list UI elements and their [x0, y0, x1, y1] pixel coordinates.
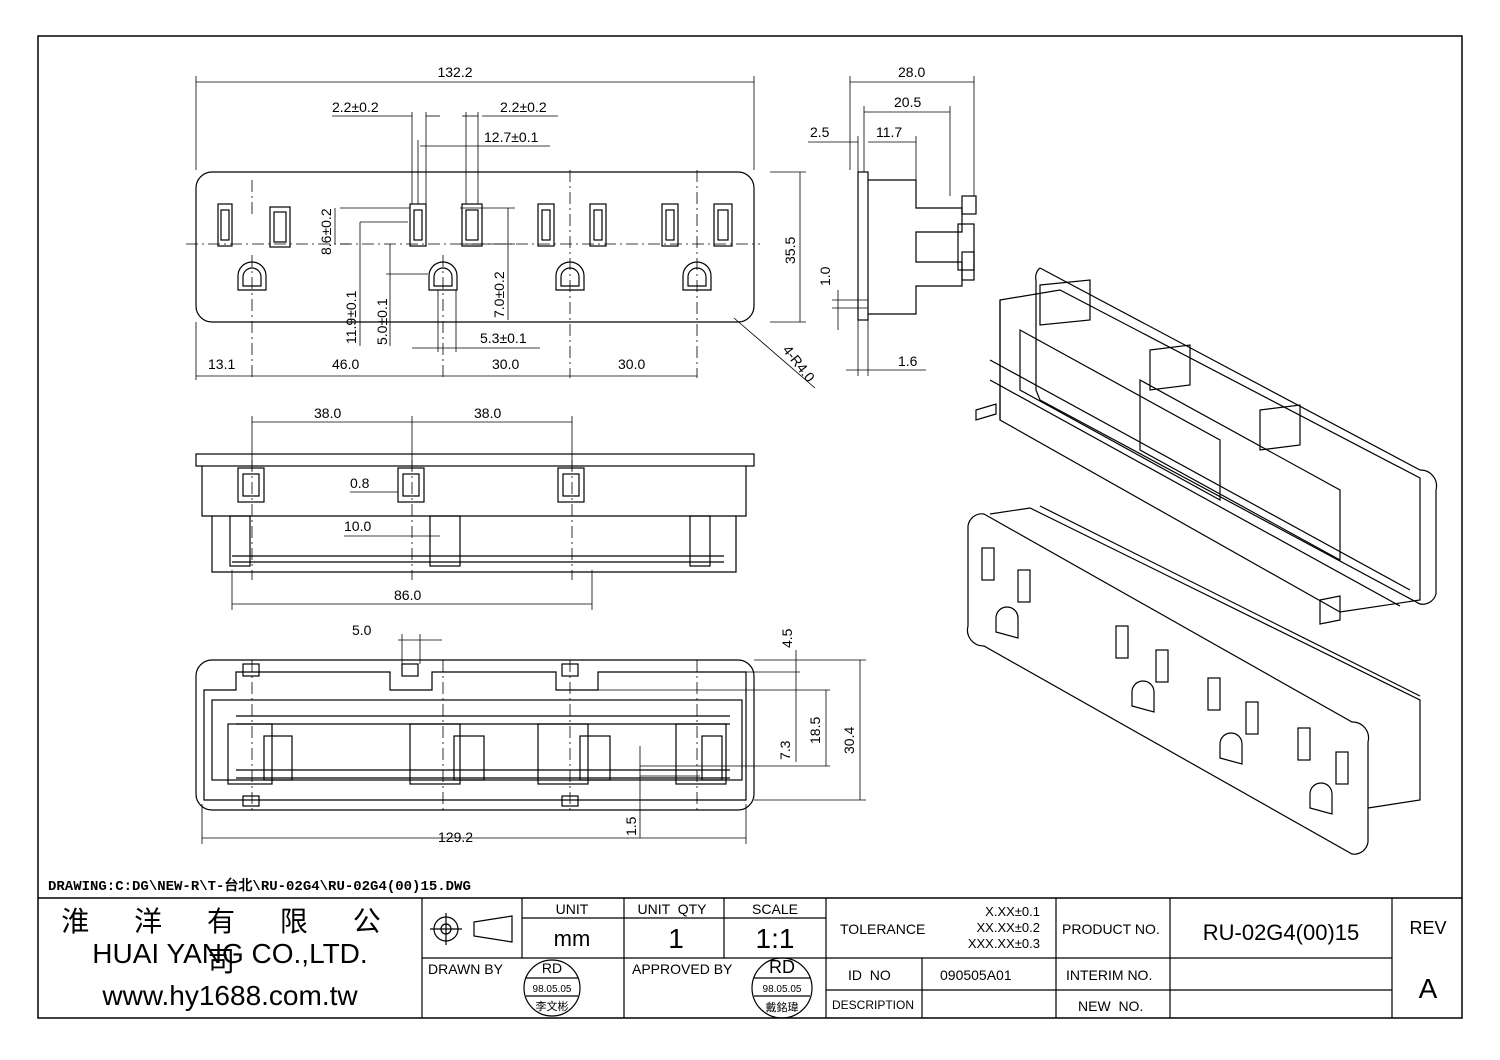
drawing-border: [37, 35, 1463, 1019]
dim-7-3: 7.3: [777, 740, 793, 760]
dim-2-2-left: 2.2±0.2: [332, 99, 379, 115]
isometric-front-slots: [981, 547, 1349, 815]
dim-30-4: 30.4: [841, 727, 857, 754]
tolerance-value-2: XX.XX±0.2: [976, 920, 1040, 935]
dim-7-0: 7.0±0.2: [491, 271, 507, 318]
dim-2-2-right: 2.2±0.2: [500, 99, 547, 115]
dim-2-5: 2.5: [810, 124, 830, 140]
dim-11-7: 11.7: [876, 124, 902, 140]
dim-46-0: 46.0: [332, 356, 359, 372]
tolerance-label: TOLERANCE: [840, 921, 925, 937]
dim-1-5: 1.5: [623, 816, 639, 836]
unit-qty-value: 1: [668, 923, 684, 954]
side-view: [808, 76, 977, 376]
dim-38-0-left: 38.0: [314, 405, 341, 421]
dim-5-0-bottom: 5.0: [352, 622, 372, 638]
projection-symbol-icon: [430, 913, 513, 945]
dim-35-5: 35.5: [782, 237, 798, 264]
tolerance-value-3: XXX.XX±0.3: [968, 936, 1040, 951]
approved-stamp-date: 98.05.05: [763, 984, 802, 995]
title-block: [421, 898, 1393, 1019]
drawn-stamp-date: 98.05.05: [533, 984, 572, 995]
tolerance-value-1: X.XX±0.1: [985, 904, 1040, 919]
dim-1-6: 1.6: [898, 353, 918, 369]
company-website[interactable]: www.hy1688.com.tw: [102, 980, 358, 1011]
dim-1-0: 1.0: [817, 266, 833, 286]
drawn-stamp-name: 李文彬: [536, 999, 569, 1013]
product-no-label: PRODUCT NO.: [1062, 921, 1160, 937]
scale-label: SCALE: [752, 901, 798, 917]
rev-value: A: [1419, 973, 1438, 1004]
approved-stamp-top: RD: [769, 957, 795, 977]
unit-label: UNIT: [556, 901, 589, 917]
dim-4-r4: 4-R4.0: [780, 342, 819, 385]
dim-13-1: 13.1: [208, 356, 235, 372]
bottom-view-dimension-labels: 5.0 4.5 18.5 30.4 7.3 1.5 129.2: [352, 622, 857, 845]
approved-by-label: APPROVED BY: [632, 961, 733, 977]
front-view-ground-holes: [237, 261, 712, 291]
drawing-file-path: DRAWING:C:DG\NEW-R\T-台北\RU-02G4\RU-02G4(…: [48, 879, 471, 895]
approved-stamp-name: 戴銘瑋: [766, 1000, 799, 1014]
id-no-label: ID NO: [848, 967, 891, 983]
id-no-value: 090505A01: [940, 967, 1012, 983]
dim-8-6: 8.6±0.2: [318, 208, 334, 255]
dim-38-0-right: 38.0: [474, 405, 501, 421]
drawn-stamp-top: RD: [542, 960, 562, 976]
middle-view-dimension-labels: 38.0 38.0 0.8 10.0 86.0: [314, 405, 501, 603]
side-view-dimension-labels: 28.0 20.5 2.5 11.7 1.0 1.6: [810, 64, 925, 369]
dim-11-9: 11.9±0.1: [343, 290, 359, 344]
dim-10-0: 10.0: [344, 518, 371, 534]
front-view: [186, 76, 816, 389]
drawn-by-label: DRAWN BY: [428, 961, 504, 977]
unit-qty-label: UNIT QTY: [638, 901, 708, 917]
dim-30-0-b: 30.0: [618, 356, 645, 372]
dim-4-5: 4.5: [779, 628, 795, 648]
dim-12-7: 12.7±0.1: [484, 129, 539, 145]
dim-28-0: 28.0: [898, 64, 925, 80]
dim-5-0: 5.0±0.1: [374, 298, 390, 345]
dim-30-0-a: 30.0: [492, 356, 519, 372]
front-view-dimension-labels: 132.2 2.2±0.2 2.2±0.2 12.7±0.1 8.6±0.2 3…: [208, 64, 818, 385]
dim-129-2: 129.2: [438, 829, 473, 845]
approved-by-stamp: [751, 957, 813, 1019]
dim-86-0: 86.0: [394, 587, 421, 603]
dim-5-3: 5.3±0.1: [480, 330, 527, 346]
company-name-chinese: 淮 洋 有 限 公 司: [61, 905, 399, 978]
isometric-view-rear: [975, 267, 1438, 625]
front-view-slots: [217, 203, 733, 248]
dim-20-5: 20.5: [894, 94, 921, 110]
new-no-label: NEW NO.: [1078, 998, 1143, 1014]
product-no-value: RU-02G4(00)15: [1203, 920, 1360, 945]
company-name-english: HUAI YANG CO.,LTD.: [92, 938, 368, 969]
dim-18-5: 18.5: [807, 717, 823, 744]
bottom-view: [195, 634, 866, 844]
middle-view: [195, 416, 755, 610]
title-block-text: UNIT mm UNIT QTY 1 SCALE 1:1 DRAWN BY AP…: [428, 901, 1447, 1014]
interim-no-label: INTERIM NO.: [1066, 967, 1152, 983]
description-label: DESCRIPTION: [832, 998, 914, 1012]
drawn-by-stamp: [523, 959, 581, 1017]
dim-0-8: 0.8: [350, 475, 370, 491]
rev-label: REV: [1409, 918, 1446, 938]
dim-132-2: 132.2: [437, 64, 472, 80]
scale-value: 1:1: [756, 923, 795, 954]
isometric-view-front: [966, 505, 1421, 855]
unit-value: mm: [554, 926, 591, 951]
